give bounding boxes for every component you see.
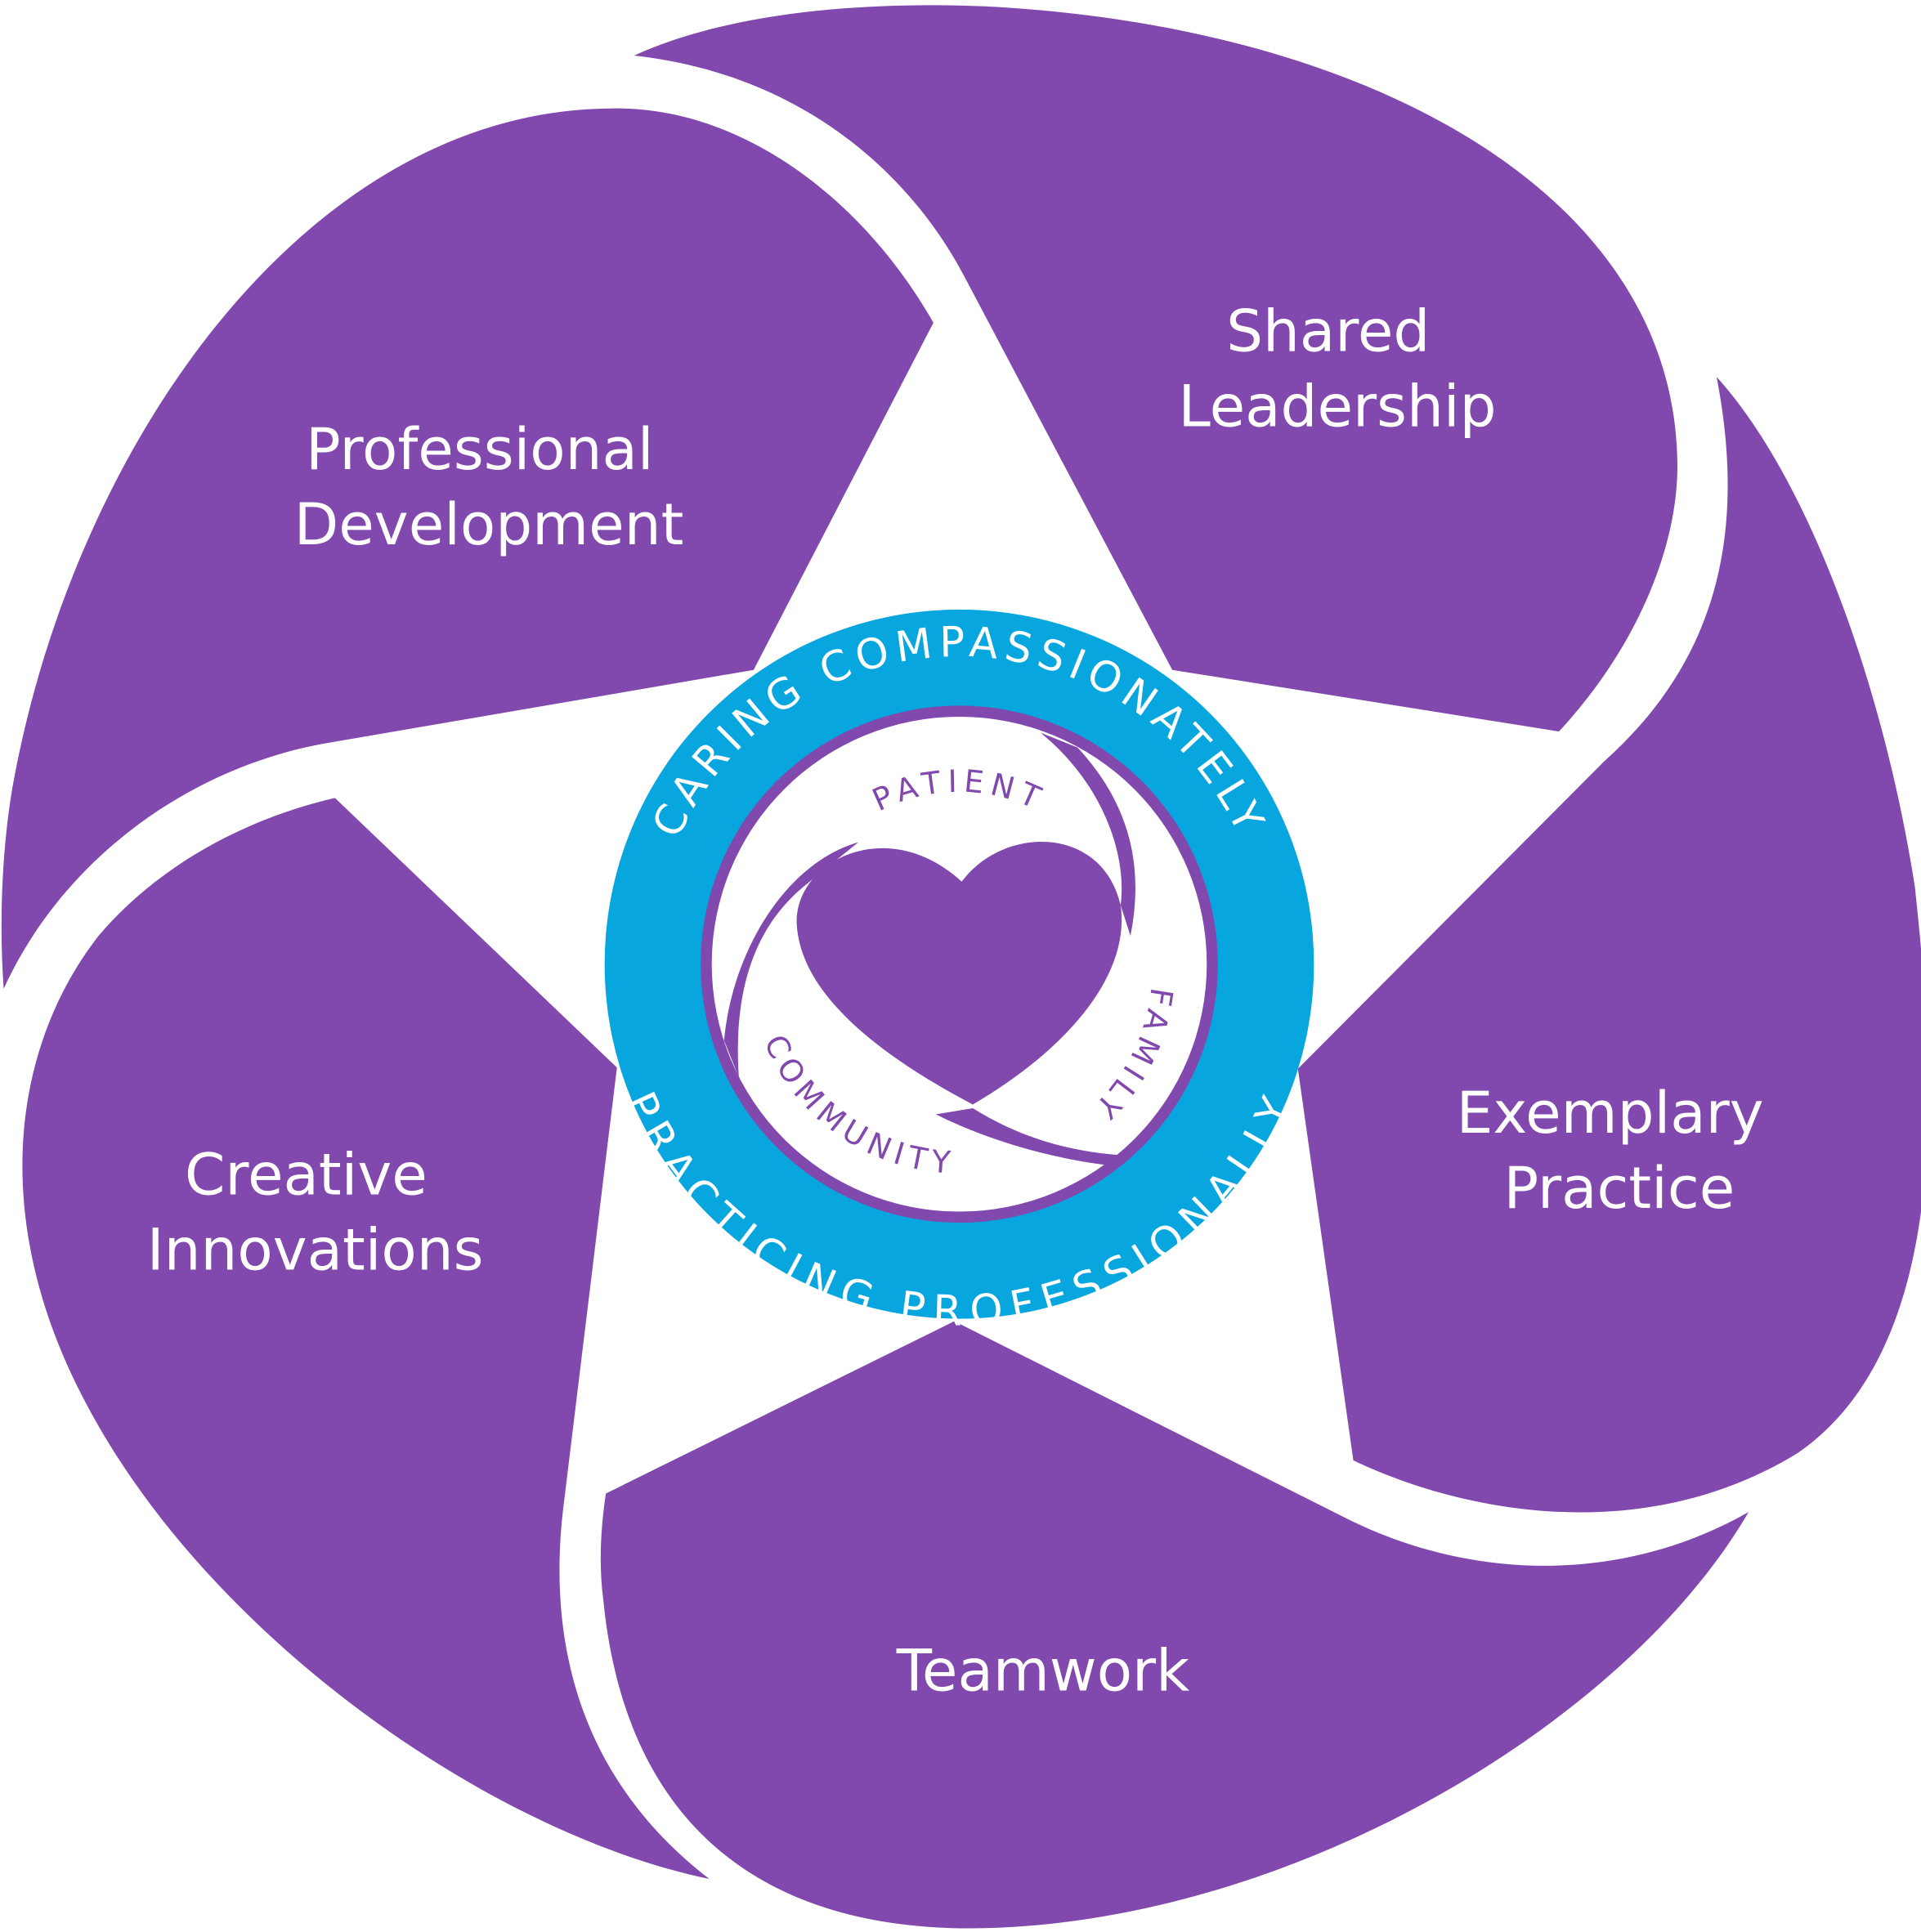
petal-label-line: Teamwork [896,1637,1189,1705]
petal-shape [1297,377,1921,1513]
svg-text:Creative Innovations: Creative Innovations [147,1140,484,1283]
svg-text:Professional Development: Professional Development [294,415,684,558]
svg-text:Teamwork: Teamwork [896,1637,1189,1705]
petal-shape [634,5,1677,732]
petal-shape [600,1321,1749,1929]
petal-shape [22,798,710,1880]
petal-label-line: Practice [1504,1154,1735,1222]
petal-label-line: Professional [306,415,653,483]
petal-label-line: Innovations [147,1215,484,1283]
petal-shape [1,108,934,989]
petal-professional-development: Professional Development [1,108,934,989]
petal-label-line: Exemplary [1457,1079,1764,1147]
center-emblem: CARING COMPASSIONATELY PRACTICING PROFES… [604,609,1314,1335]
svg-text:Shared Leadership: Shared Leadership [1178,297,1496,441]
petal-label-line: Shared [1226,297,1430,365]
swoosh-left [723,842,858,1078]
petal-creative-innovations: Creative Innovations [22,798,710,1880]
petal-exemplary-practice: Exemplary Practice [1297,377,1921,1513]
heart-icon [796,841,1122,1105]
swoosh-bottom [935,1107,1118,1165]
petal-label-line: Creative [185,1140,428,1208]
svg-text:Exemplary Practice: Exemplary Practice [1457,1079,1782,1222]
petal-teamwork: Teamwork [600,1321,1749,1929]
petal-label-line: Development [294,490,684,558]
petal-label-line: Leadership [1178,372,1496,440]
petal-shared-leadership: Shared Leadership [634,5,1677,732]
swoosh-right [1040,732,1135,937]
